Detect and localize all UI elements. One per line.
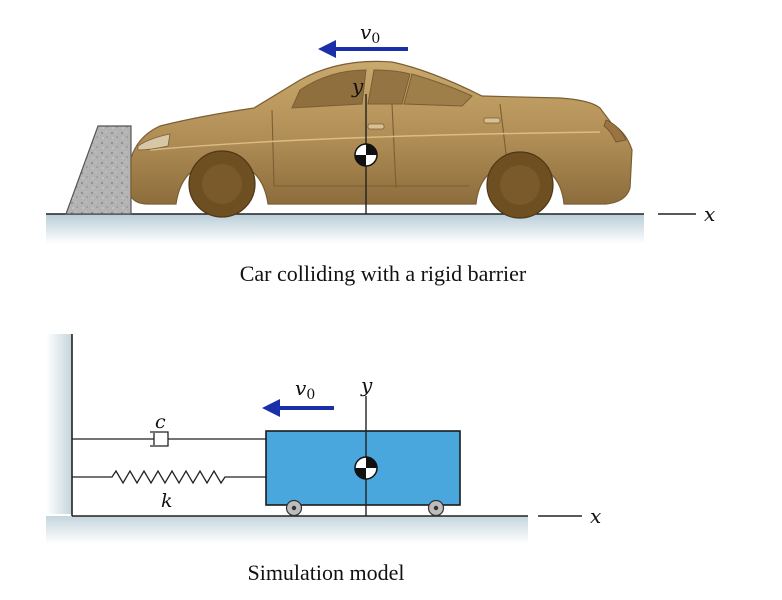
bottom-center-of-mass-icon	[354, 456, 378, 480]
top-y-axis-label: y	[351, 74, 364, 98]
top-velocity-label: v0	[360, 20, 380, 47]
taillight	[603, 119, 627, 143]
rear-window	[403, 73, 473, 107]
spring	[72, 469, 266, 485]
rear-wheel-hub	[500, 165, 540, 205]
top-caption: Car colliding with a rigid barrier	[240, 261, 527, 286]
simulation-model-figure: x c k y	[46, 334, 601, 585]
damper-label: c	[155, 411, 166, 433]
door-line-front	[271, 109, 275, 187]
front-wheel-hub	[202, 164, 242, 204]
right-wheel-icon	[427, 499, 445, 517]
front-side-window	[291, 69, 367, 109]
door-line-middle	[391, 103, 397, 189]
bottom-x-axis-label: x	[590, 504, 601, 528]
top-ground-shade	[46, 214, 644, 244]
bottom-caption: Simulation model	[247, 560, 404, 585]
top-velocity-arrow	[318, 40, 408, 58]
rigid-barrier	[65, 125, 132, 215]
door-handle-front	[367, 123, 385, 130]
top-center-of-mass-icon	[354, 143, 378, 167]
bottom-velocity-arrow	[262, 399, 334, 417]
bottom-y-axis-label: y	[360, 373, 373, 397]
door-handle-rear	[483, 117, 501, 124]
left-wheel-icon	[285, 499, 303, 517]
car-collision-figure: x y	[46, 20, 715, 286]
body-crease	[149, 131, 601, 151]
spring-label: k	[161, 490, 173, 512]
headlight	[137, 133, 171, 151]
rear-side-window	[367, 69, 411, 105]
car	[130, 60, 633, 219]
wall-shade	[46, 334, 72, 514]
bottom-ground-shade	[46, 516, 528, 544]
bottom-velocity-label: v0	[295, 376, 315, 403]
damper	[72, 431, 266, 447]
top-x-axis-label: x	[704, 202, 715, 226]
